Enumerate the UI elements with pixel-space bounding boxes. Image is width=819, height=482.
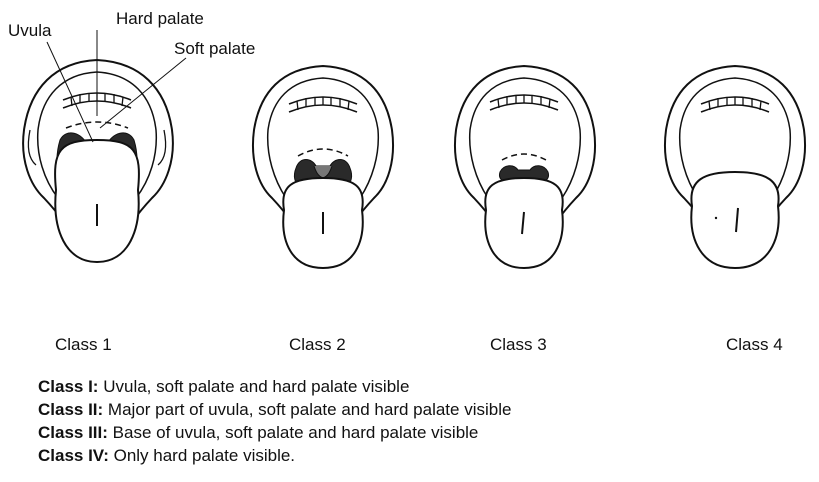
description-term: Class II: xyxy=(38,400,103,419)
description-text: Uvula, soft palate and hard palate visib… xyxy=(98,377,409,396)
class-4-description: Class IV: Only hard palate visible. xyxy=(38,447,295,464)
class-1-caption: Class 1 xyxy=(55,336,112,353)
class-4-caption: Class 4 xyxy=(726,336,783,353)
class-1-description: Class I: Uvula, soft palate and hard pal… xyxy=(38,378,409,395)
class-2-caption: Class 2 xyxy=(289,336,346,353)
description-term: Class IV: xyxy=(38,446,109,465)
class-3-caption: Class 3 xyxy=(490,336,547,353)
mouth-class-1 xyxy=(23,60,173,262)
description-text: Base of uvula, soft palate and hard pala… xyxy=(108,423,478,442)
mouth-class-3 xyxy=(455,66,595,268)
description-text: Only hard palate visible. xyxy=(109,446,295,465)
hard-palate-label: Hard palate xyxy=(116,10,204,27)
uvula-label: Uvula xyxy=(8,22,51,39)
description-text: Major part of uvula, soft palate and har… xyxy=(103,400,511,419)
class-2-description: Class II: Major part of uvula, soft pala… xyxy=(38,401,511,418)
description-term: Class I: xyxy=(38,377,98,396)
mouth-class-4 xyxy=(665,66,805,268)
class-3-description: Class III: Base of uvula, soft palate an… xyxy=(38,424,478,441)
soft-palate-label: Soft palate xyxy=(174,40,255,57)
mouth-class-2 xyxy=(253,66,393,268)
description-term: Class III: xyxy=(38,423,108,442)
